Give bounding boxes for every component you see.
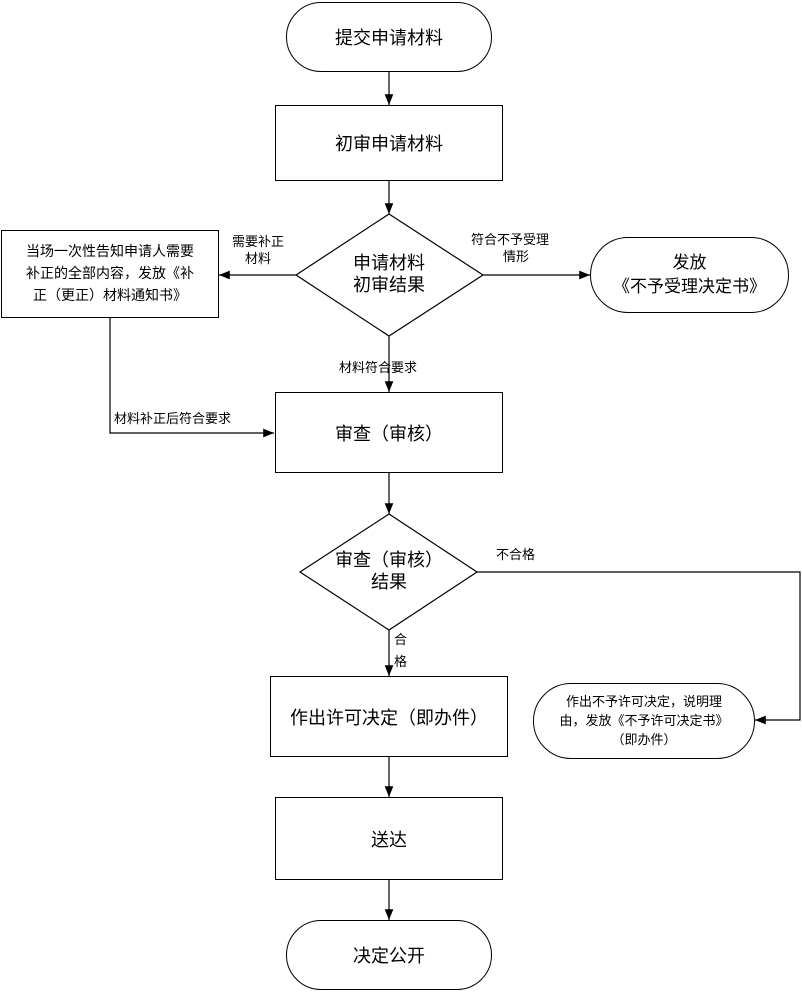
not-accepted-line2: 情形: [503, 250, 530, 265]
reject-line1: 发放: [672, 253, 707, 273]
notify-line3: 正（更正）材料通知书》: [33, 288, 187, 304]
meets-requirements-label: 材料符合要求: [339, 360, 417, 377]
qualified-line1: 合: [394, 633, 408, 648]
preliminary-review-label: 初审申请材料: [335, 134, 443, 155]
not-accepted-line1: 符合不予受理: [471, 233, 550, 248]
after-supplement-label: 材料补正后符合要求: [114, 411, 231, 428]
needs-supplement-line2: 材料: [244, 252, 271, 267]
grant-permit-label: 作出许可决定（即办件）: [290, 707, 488, 729]
publish-terminator: 决定公开: [286, 920, 492, 990]
prelim-result-diamond: [294, 213, 485, 337]
not-accepted-label: 符合不予受理 情形: [471, 232, 549, 266]
preliminary-review-box: 初审申请材料: [275, 105, 503, 181]
grant-permit-box: 作出许可决定（即办件）: [270, 676, 508, 757]
after-supplement-text: 材料补正后符合要求: [114, 412, 232, 427]
deny-permit-terminator: 作出不予许可决定，说明理 由，发放《不予许可决定书》 （即办件）: [533, 683, 755, 759]
deny-line1: 作出不予许可决定，说明理: [565, 694, 722, 710]
prelim-result-text: 申请材料 初审结果: [316, 250, 462, 300]
unqualified-text: 不合格: [496, 548, 536, 563]
unqualified-label: 不合格: [496, 547, 535, 564]
review-result-text: 审查（审核） 结果: [316, 548, 462, 596]
prelim-result-line1: 申请材料: [353, 253, 425, 274]
needs-supplement-line1: 需要补正: [231, 235, 284, 250]
review-result-line2: 结果: [371, 572, 407, 593]
notify-supplement-box: 当场一次性告知申请人需要 补正的全部内容，发放《补 正（更正）材料通知书》: [1, 230, 219, 318]
review-result-line1: 审查（审核）: [335, 550, 443, 571]
reject-line2: 《不予受理决定书》: [613, 277, 766, 297]
review-label: 审查（审核）: [335, 423, 443, 445]
review-box: 审查（审核）: [275, 392, 503, 473]
submit-label: 提交申请材料: [335, 28, 443, 49]
deliver-label: 送达: [371, 829, 407, 851]
prelim-result-line2: 初审结果: [353, 275, 425, 296]
notify-line1: 当场一次性告知申请人需要: [26, 244, 194, 260]
deny-line3: （即办件）: [611, 732, 677, 748]
arrow-notify-to-review: [109, 318, 274, 438]
arrow-result-to-deny: [477, 571, 801, 725]
notify-line2: 补正的全部内容，发放《补: [26, 266, 194, 282]
deny-line2: 由，发放《不予许可决定书》: [559, 713, 729, 729]
deliver-box: 送达: [275, 797, 503, 880]
submit-terminator: 提交申请材料: [286, 2, 492, 72]
qualified-line2: 格: [394, 655, 408, 670]
reject-acceptance-terminator: 发放 《不予受理决定书》: [590, 237, 789, 313]
publish-label: 决定公开: [353, 946, 425, 967]
needs-supplement-label: 需要补正 材料: [226, 234, 290, 268]
review-result-diamond: [298, 513, 479, 631]
meets-requirements-text: 材料符合要求: [339, 361, 418, 376]
qualified-label: 合 格: [394, 630, 407, 674]
